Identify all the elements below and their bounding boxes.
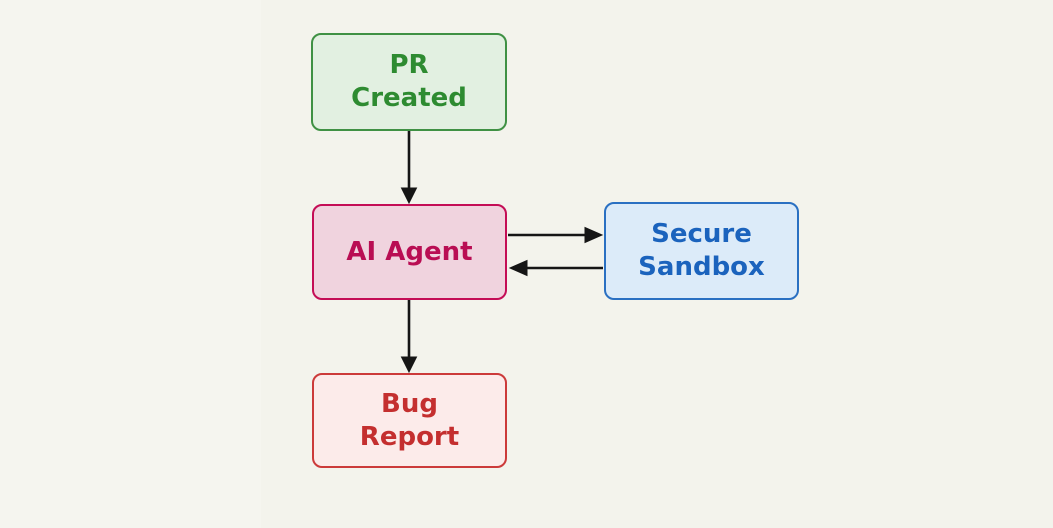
node-ai-agent: AI Agent	[312, 204, 507, 300]
node-pr-created-label: PR Created	[351, 50, 467, 113]
node-bug-report: Bug Report	[312, 373, 507, 468]
node-bug-report-label: Bug Report	[359, 388, 460, 452]
node-ai-agent-label: AI Agent	[346, 236, 473, 267]
node-pr-created: PR Created	[311, 33, 507, 131]
node-secure-sandbox: Secure Sandbox	[604, 202, 799, 300]
node-secure-sandbox-label: Secure Sandbox	[638, 219, 765, 282]
